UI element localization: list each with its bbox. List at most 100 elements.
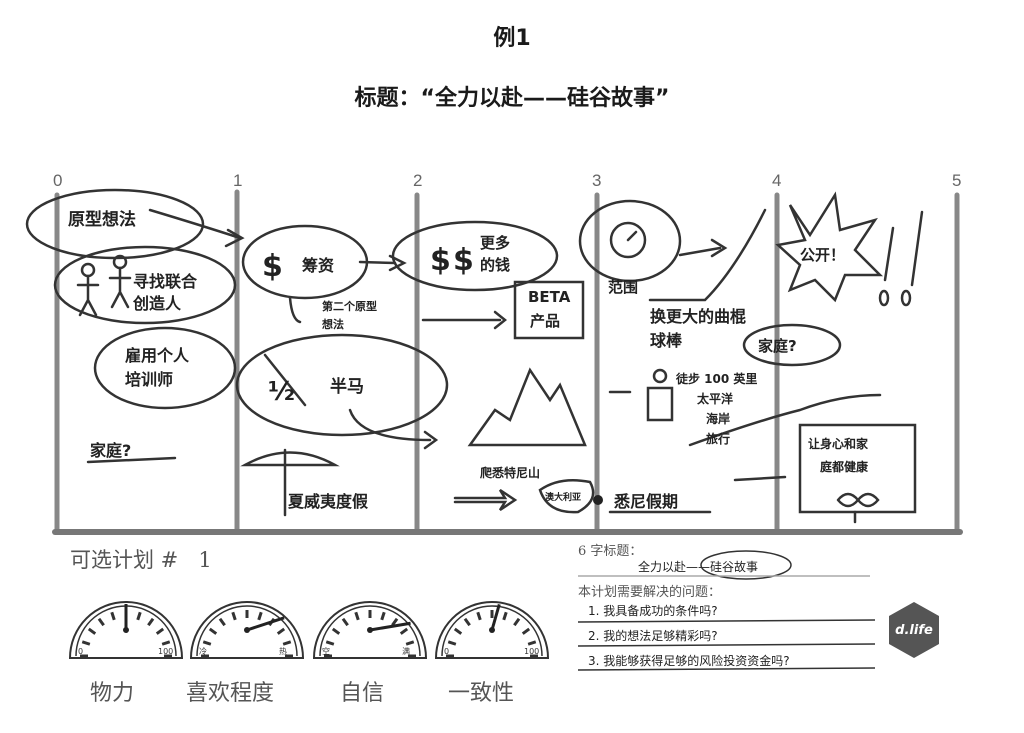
tick-3: 3 [592,171,602,190]
label-go-public: 公开！ [800,246,846,264]
question-1: 1. 我具备成功的条件吗? [588,604,718,618]
label-second-prototype-1: 第二个原型 [322,300,377,313]
scope-ellipse [578,199,682,283]
gauge-1: 冷热 [189,601,305,659]
hockey-stick [648,208,767,302]
more-money-ellipse [391,220,559,292]
gauge-min-label: 0 [444,647,449,656]
australia-outline [538,479,595,514]
label-second-prototype-2: 想法 [322,318,344,331]
six-word-title-label: 6 字标题： [578,544,643,559]
label-bigger-stick-2: 球棒 [650,331,683,350]
label-more-money-1: 更多 [480,234,511,252]
clock-hand [626,230,638,242]
arrow-4-head [493,310,508,330]
gauge-needle [246,616,285,632]
arrow-2 [358,260,397,265]
label-bigger-stick-1: 换更大的曲棍 [650,307,747,326]
mountain [467,367,587,447]
label-hike-3: 海岸 [706,412,731,426]
arrow-2-head [388,254,407,272]
arrow-5-head [423,430,439,450]
label-prototype-idea: 原型想法 [68,210,136,230]
arrow-5 [348,408,432,442]
gauge-3: 0 100 [434,601,550,659]
arrow-7 [453,488,518,512]
infinity-icon [836,492,880,508]
page-title: 标题：“全力以赴——硅谷故事” [354,86,670,111]
gauge-max-label: 100 [158,647,173,656]
six-word-title-value: 全力以赴——硅谷故事 [638,560,759,574]
question-3: 3. 我能够获得足够的风险投资资金吗? [588,654,790,668]
label-hire-trainer-2: 培训师 [125,370,174,389]
beta-box [513,280,585,340]
label-beta-1: BETA [528,288,571,306]
exclaim-1 [883,226,895,282]
label-hike-2: 太平洋 [697,392,734,406]
family-ellipse [742,323,842,367]
tick-4: 4 [772,171,782,190]
gauge-needle [490,603,501,631]
question-2: 2. 我的想法足够精彩吗? [588,629,718,643]
arrow-3 [288,296,302,324]
label-more-money-2: 的钱 [480,256,511,274]
label-hike-1: 徒步 100 英里 [676,372,758,386]
tick-0: 0 [53,171,63,190]
arrow-1 [148,208,242,240]
gauge-2: 空满 [312,601,428,659]
plan-label: 可选计划 # 1 [70,548,212,572]
label-sydney: 悉尼假期 [614,492,679,511]
umbrella [240,451,340,467]
half-sign: ½ [268,377,295,407]
gauge-min-label: 0 [78,647,83,656]
hiker-icon [652,368,668,384]
label-scope: 范围 [608,278,639,296]
label-australia: 澳大利亚 [545,493,582,503]
trail-line [688,393,882,447]
gauge-label-effort: 物力 [90,681,135,706]
tick-5: 5 [952,171,962,190]
gauge-label-confidence: 自信 [340,681,385,706]
exclaim-2 [910,210,924,287]
label-healthy-2: 庭都健康 [820,460,869,474]
arrow-6 [678,246,722,257]
gauge-label-coherence: 一致性 [448,681,515,706]
questions-label: 本计划需要解决的问题： [578,585,722,600]
tick-1: 1 [233,171,243,190]
label-hike-4: 旅行 [706,432,731,446]
half-strike [263,353,307,407]
arrow-8 [733,475,787,482]
plan-number: 1 [198,548,212,572]
dollar-icon: $ [453,243,474,278]
label-hire-trainer-1: 雇用个人 [125,346,190,365]
starburst [775,191,884,303]
tick-2: 2 [413,171,423,190]
arrow-6-head [710,238,728,258]
label-family-left: 家庭? [90,441,132,460]
label-family-right: 家庭? [758,337,797,355]
dollar-icon: $ [430,243,451,278]
label-healthy-1: 让身心和家 [808,437,869,451]
gauge-needle [369,621,411,632]
label-kilimanjaro: 爬悉特尼山 [480,466,541,480]
gauge-0: 0 100 [68,601,184,659]
label-fundraise: 筹资 [302,256,335,275]
logo-text: d.life [895,623,933,638]
dollar-icon: $ [262,249,283,284]
gauge-label-liking: 喜欢程度 [186,681,275,706]
gauge-min-label: 冷 [199,646,207,656]
trainer-ellipse [93,326,237,410]
family-underline [86,456,177,464]
gauge-max-label: 100 [524,647,539,656]
health-board [798,423,917,514]
gauge-max-label: 热 [279,646,287,656]
dlife-logo: d.life [889,602,939,658]
example-label: 例1 [493,26,531,51]
clock-icon [609,221,647,259]
label-find-cofounder-2: 创造人 [133,294,182,313]
gauge-max-label: 满 [402,646,410,656]
arrow-1-head [224,228,245,248]
label-hawaii: 夏威夷度假 [288,492,369,511]
